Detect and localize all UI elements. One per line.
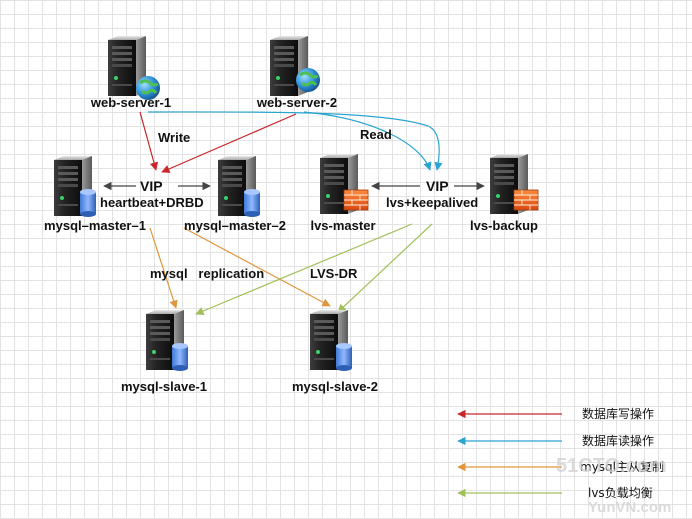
watermark-line1: 51CTO.com bbox=[556, 455, 667, 477]
globe-icon bbox=[296, 68, 320, 92]
node-label-master2: mysql–master–2 bbox=[184, 218, 286, 233]
read-arrow-web2 bbox=[303, 111, 432, 171]
edge-label-keepalived: lvs+keepalived bbox=[386, 195, 478, 210]
node-label-slave2: mysql-slave-2 bbox=[292, 379, 378, 394]
node-label-master1: mysql–master–1 bbox=[44, 218, 146, 233]
write-arrow-web2 bbox=[161, 113, 297, 173]
edge-label-lvs-dr: LVS-DR bbox=[310, 266, 358, 281]
edge-label-read: Read bbox=[360, 127, 392, 142]
node-label-slave1: mysql-slave-1 bbox=[121, 379, 207, 394]
edge-label-replication: mysql replication bbox=[150, 266, 264, 281]
node-label-lvs-master: lvs-master bbox=[310, 218, 375, 233]
globe-icon bbox=[136, 76, 160, 100]
legend-item-lvs: lvs负载均衡 bbox=[457, 486, 653, 500]
firewall-icon bbox=[513, 189, 539, 211]
lvs-backup bbox=[490, 154, 539, 214]
edge-label-vip-lvs: VIP bbox=[426, 178, 449, 194]
legend-label-lvs: lvs负载均衡 bbox=[588, 486, 653, 500]
edge-label-heartbeat: heartbeat+DRBD bbox=[100, 195, 204, 210]
database-icon bbox=[244, 189, 260, 217]
web-server-2 bbox=[270, 36, 320, 96]
read-arrow-web1 bbox=[147, 111, 443, 171]
edge-label-vip-mysql: VIP bbox=[140, 178, 163, 194]
legend-item-read: 数据库读操作 bbox=[457, 433, 654, 448]
database-icon bbox=[336, 343, 352, 371]
firewall-icon bbox=[343, 189, 369, 211]
lvs-master bbox=[320, 154, 369, 214]
legend-label-replication: mysql主从复制 bbox=[580, 460, 664, 474]
database-icon bbox=[172, 343, 188, 371]
watermark: 51CTO.com YunVN.com bbox=[556, 455, 671, 516]
lvs-arrow-slave2 bbox=[337, 223, 433, 313]
legend-label-write: 数据库写操作 bbox=[582, 406, 654, 421]
node-label-web1: web-server-1 bbox=[90, 95, 171, 110]
lvs-arrow-slave1 bbox=[195, 223, 413, 315]
replication-arrow-slave1 bbox=[149, 227, 178, 309]
node-label-web2: web-server-2 bbox=[256, 95, 337, 110]
replication-arrow-slave2 bbox=[183, 227, 331, 307]
legend-item-write: 数据库写操作 bbox=[457, 406, 654, 421]
database-icon bbox=[80, 189, 96, 217]
legend-item-replication: mysql主从复制 bbox=[457, 460, 664, 474]
legend: 数据库写操作 数据库读操作 mysql主从复制 lvs负载均衡 bbox=[457, 406, 664, 500]
watermark-line2: YunVN.com bbox=[588, 499, 671, 516]
mysql-master-2 bbox=[218, 156, 260, 217]
web-server-1 bbox=[108, 36, 160, 100]
mysql-master-1 bbox=[54, 156, 96, 217]
edges bbox=[103, 111, 485, 315]
mysql-slave-1 bbox=[146, 310, 188, 371]
write-arrow-web1 bbox=[139, 111, 159, 171]
legend-label-read: 数据库读操作 bbox=[582, 433, 654, 448]
edge-label-write: Write bbox=[158, 130, 190, 145]
mysql-slave-2 bbox=[310, 310, 352, 371]
node-label-lvs-backup: lvs-backup bbox=[470, 218, 538, 233]
